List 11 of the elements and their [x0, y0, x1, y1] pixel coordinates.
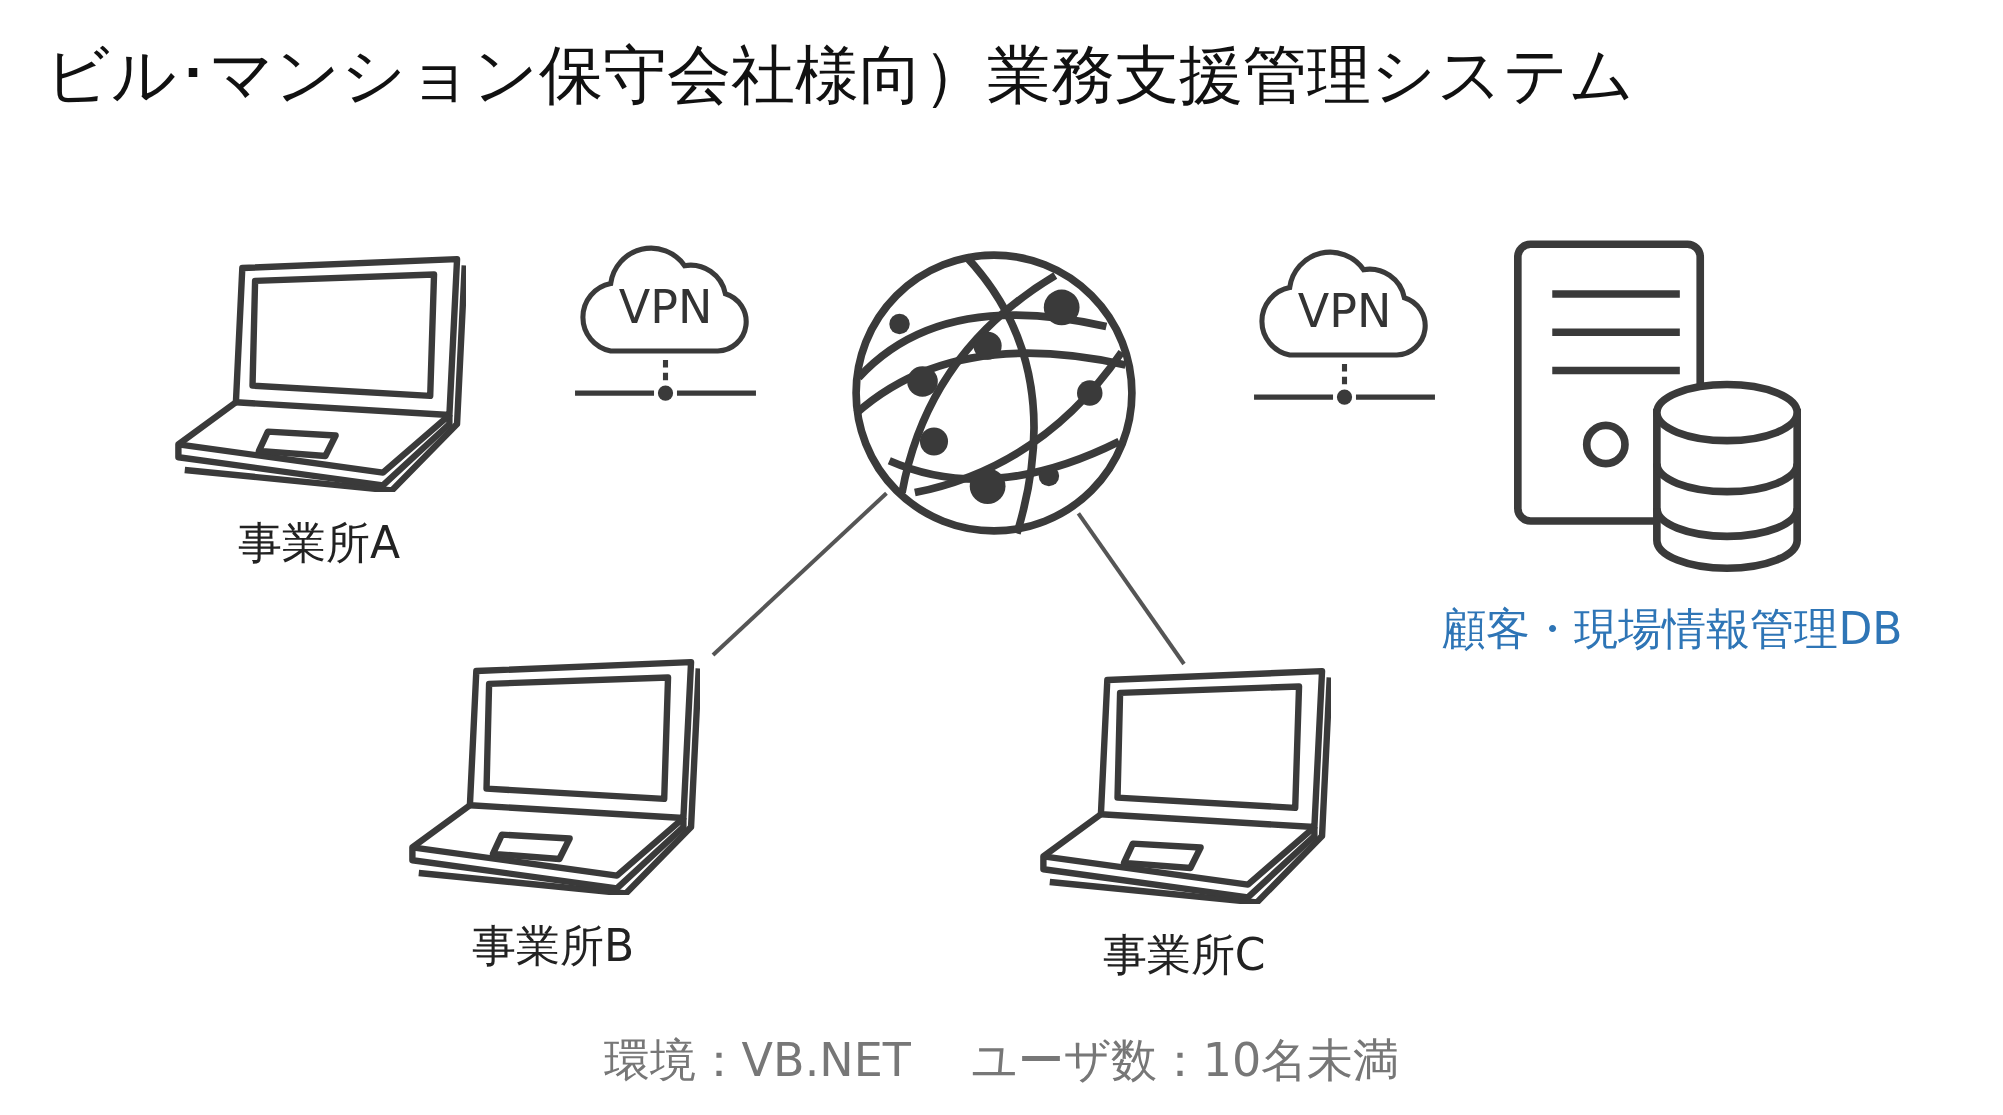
office-label: 事業所C	[1101, 928, 1267, 982]
footer-note: ユーザ数：10名未満	[970, 1033, 1400, 1087]
connector-line	[1076, 512, 1186, 666]
cloud-label: VPN	[617, 280, 714, 334]
title: ビル･マンション保守会社様向）業務支援管理システム	[45, 37, 1635, 114]
office-label: 事業所A	[236, 516, 402, 570]
connector-line	[711, 491, 888, 657]
footer-note: 環境：VB.NET	[603, 1033, 911, 1087]
database-label: 顧客・現場情報管理DB	[1441, 602, 1904, 656]
cloud-label: VPN	[1296, 284, 1393, 338]
office-label: 事業所B	[470, 919, 636, 973]
